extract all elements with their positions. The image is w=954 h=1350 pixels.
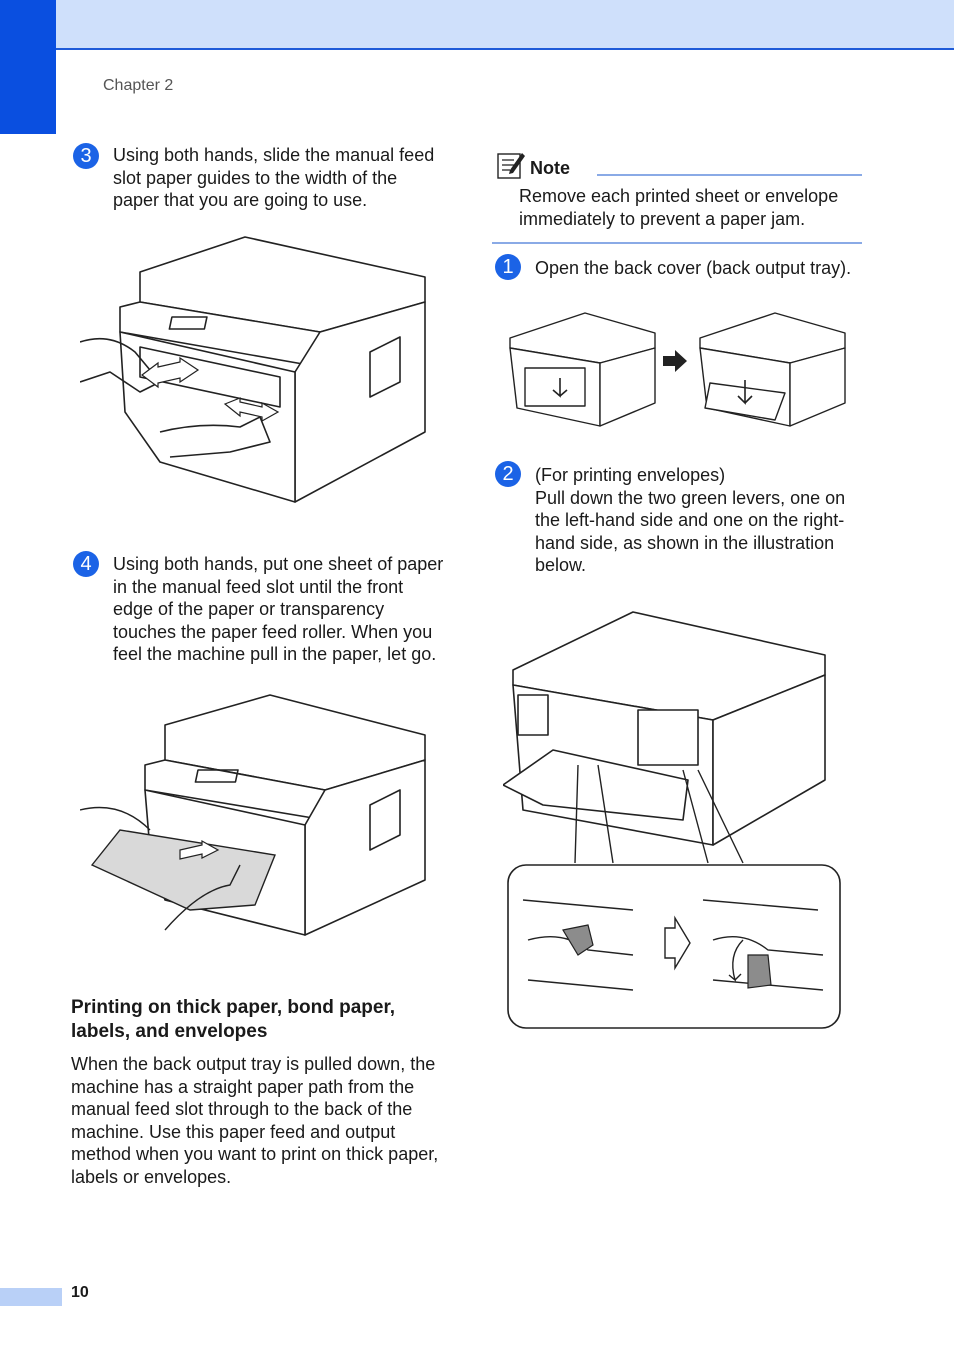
step-number-badge: 4: [73, 551, 99, 577]
step-number-badge: 3: [73, 143, 99, 169]
note-pencil-icon: [497, 153, 525, 179]
note-box: Note Remove each printed sheet or envelo…: [492, 150, 862, 244]
section-heading: Printing on thick paper, bond paper, lab…: [71, 997, 396, 1042]
step-2-title: (For printing envelopes): [535, 465, 726, 485]
note-label: Note: [530, 158, 570, 178]
green-levers-illustration: [503, 611, 841, 1029]
step-2-body: Pull down the two green levers, one on t…: [535, 487, 846, 576]
arrow-right-icon: [663, 350, 687, 372]
printer-guides-illustration: [80, 236, 426, 503]
step-2-text: (For printing envelopes) Pull down the t…: [535, 464, 865, 577]
chapter-tab: [0, 0, 56, 134]
arrow-right-icon: [664, 915, 691, 971]
note-text: Remove each printed sheet or envelope im…: [519, 186, 839, 229]
step-4-text: Using both hands, put one sheet of paper…: [113, 554, 444, 664]
page-number-bar: [0, 1288, 62, 1306]
step-number-badge: 2: [495, 461, 521, 487]
step-number-badge: 1: [495, 254, 521, 280]
section-body: When the back output tray is pulled down…: [71, 1054, 439, 1187]
header-band: [0, 0, 954, 50]
step-3-text: Using both hands, slide the manual feed …: [113, 145, 435, 210]
chapter-label: Chapter 2: [103, 77, 174, 94]
back-cover-illustration: [509, 312, 846, 427]
printer-insert-paper-illustration: [80, 694, 426, 936]
note-divider: [597, 174, 862, 176]
page-number: 10: [71, 1284, 89, 1301]
step-1-text: Open the back cover (back output tray).: [535, 258, 852, 278]
